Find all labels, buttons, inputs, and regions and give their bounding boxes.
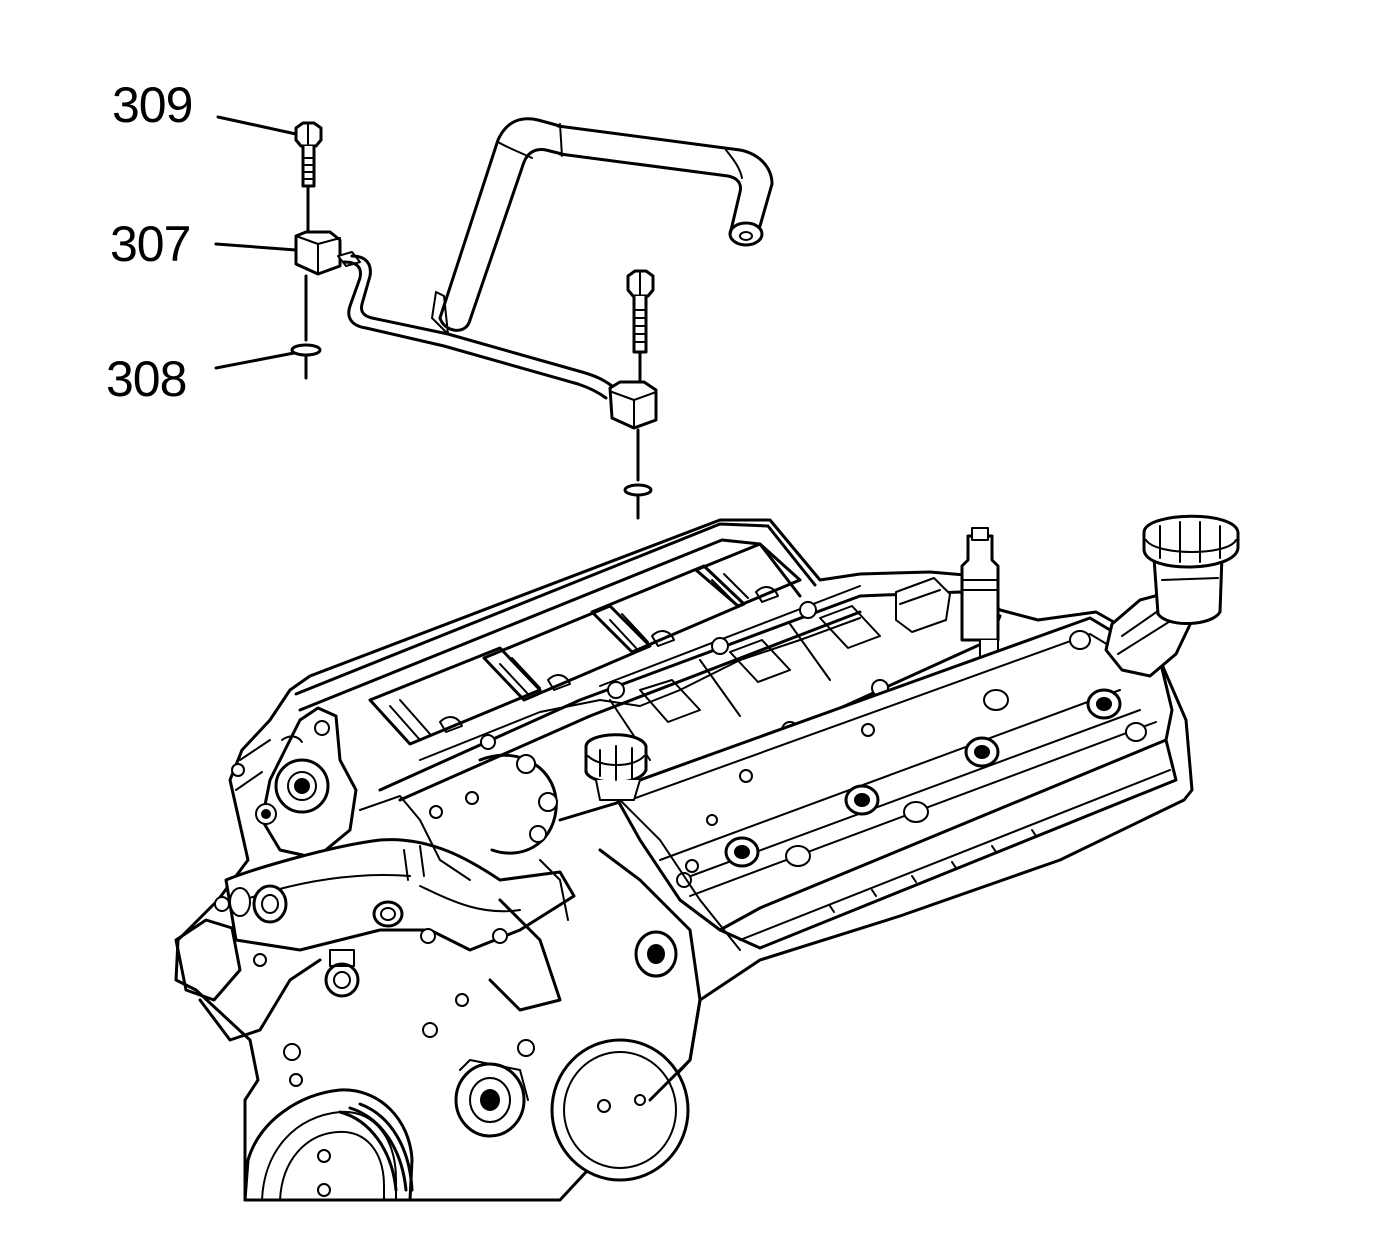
bracket-307 (294, 230, 361, 276)
oil-fill-cap (1104, 514, 1240, 678)
bolt-right (626, 269, 655, 382)
washer-308-left (290, 274, 322, 380)
leader-308 (214, 351, 296, 370)
intake-detail (359, 791, 569, 921)
washer-right (623, 428, 653, 520)
engine-block (174, 514, 1240, 1202)
bolt-309-left (294, 121, 323, 232)
leader-307 (214, 242, 298, 252)
leader-lines (214, 115, 298, 370)
callout-307: 307 (110, 216, 191, 272)
lower-front (174, 799, 741, 1202)
callout-309: 309 (112, 77, 193, 133)
leader-309 (216, 115, 298, 136)
vent-tube-assembly (342, 117, 774, 400)
water-outlet (224, 838, 576, 1012)
valve-cover (610, 616, 1178, 950)
map-sensor (895, 577, 951, 633)
left-cap (584, 733, 648, 801)
callout-308: 308 (106, 351, 187, 407)
bracket-right (608, 380, 658, 430)
front-cover (231, 706, 358, 860)
